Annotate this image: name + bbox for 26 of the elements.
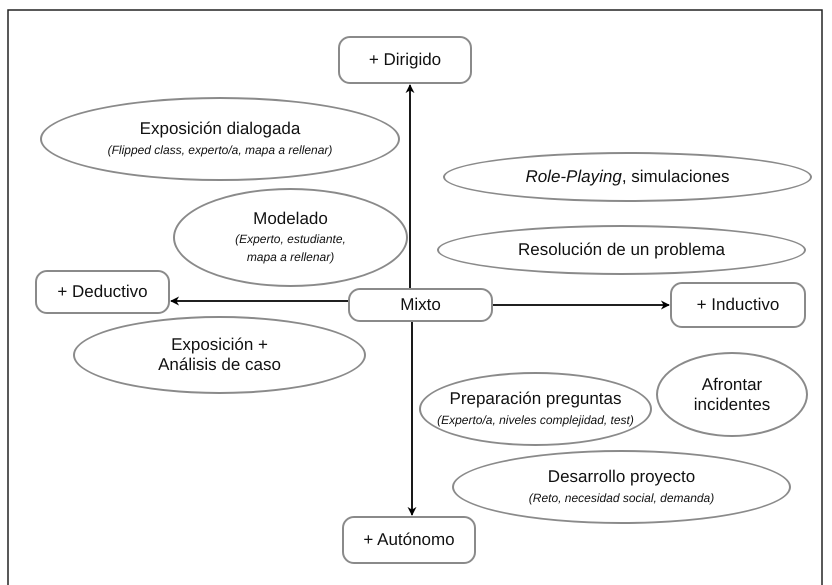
node-title: Resolución de un problema (518, 240, 725, 260)
axis-label-box (342, 516, 476, 564)
node-title: Exposición + Análisis de caso (157, 335, 282, 375)
node-title: + Inductivo (696, 295, 780, 315)
node-title: Preparación preguntas (449, 389, 622, 409)
axis-label-box (35, 270, 170, 314)
node-title: + Dirigido (368, 50, 442, 70)
node-title: Afrontar incidentes (692, 374, 772, 414)
axis-label-box (348, 288, 493, 322)
node-title: Mixto (400, 295, 441, 315)
axis-label-box (670, 282, 806, 328)
node-title: + Autónomo (363, 530, 455, 550)
node-examples: (Flipped class, experto/a, mapa a rellenar) (108, 142, 332, 159)
node-title: Exposición dialogada (140, 119, 300, 139)
arrow (406, 84, 414, 288)
arrow (493, 300, 670, 310)
node-title: Desarrollo proyecto (548, 467, 696, 487)
node-title: + Deductivo (57, 282, 148, 302)
node-examples: (Experto, estudiante, mapa a rellenar) (234, 231, 347, 266)
node-title: Modelado (253, 208, 328, 228)
node-examples: (Experto/a, niveles complejidad, test) (437, 412, 634, 429)
node-title: Role-Playing, simulaciones (525, 167, 730, 187)
axis-label-box (338, 36, 472, 84)
node-examples: (Reto, necesidad social, demanda) (528, 490, 714, 507)
arrow (170, 296, 348, 306)
arrow (408, 322, 416, 516)
